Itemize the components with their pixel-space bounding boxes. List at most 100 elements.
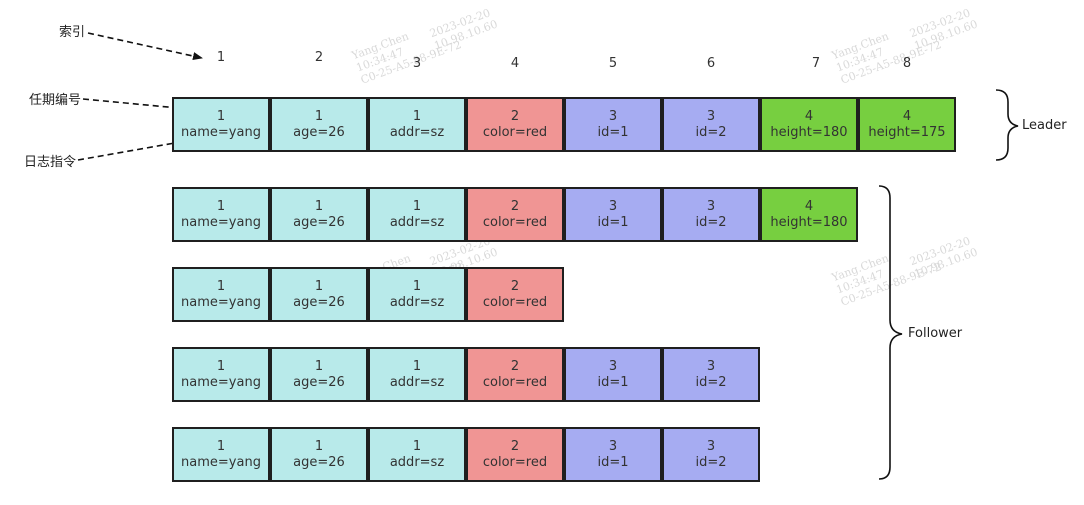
entry-term: 1 <box>314 278 324 294</box>
entry-command: height=180 <box>770 214 848 230</box>
entry-term: 1 <box>314 438 324 454</box>
entry-command: id=1 <box>597 124 629 140</box>
entry-term: 3 <box>706 198 716 214</box>
follower-label: Follower <box>908 326 963 341</box>
entry-command: height=180 <box>770 124 848 140</box>
entry-command: color=red <box>482 374 548 390</box>
index-arrow <box>87 32 203 60</box>
entry-term: 1 <box>412 198 422 214</box>
entry-command: age=26 <box>293 214 345 230</box>
entry-command: id=1 <box>597 454 629 470</box>
entry-command: id=2 <box>695 374 727 390</box>
entry-term: 1 <box>412 438 422 454</box>
entry-term: 1 <box>216 358 226 374</box>
entry-term: 3 <box>706 108 716 124</box>
index-label: 2 <box>314 50 324 65</box>
entry-term: 1 <box>216 278 226 294</box>
entry-term: 3 <box>608 198 618 214</box>
entry-term: 4 <box>804 108 814 124</box>
entry-term: 4 <box>804 198 814 214</box>
entry-term: 3 <box>706 438 716 454</box>
entry-command: name=yang <box>181 294 261 310</box>
entry-command: id=2 <box>695 124 727 140</box>
entry-command: age=26 <box>293 454 345 470</box>
leader-label: Leader <box>1022 118 1067 133</box>
entry-command: color=red <box>482 454 548 470</box>
index-label: 4 <box>510 56 520 71</box>
entry-command: color=red <box>482 294 548 310</box>
entry-command: age=26 <box>293 374 345 390</box>
entry-term: 1 <box>216 438 226 454</box>
index-label: 8 <box>902 56 912 71</box>
entry-term: 1 <box>314 198 324 214</box>
entry-command: name=yang <box>181 214 261 230</box>
entry-command: height=175 <box>868 124 946 140</box>
entry-command: addr=sz <box>389 124 445 140</box>
entry-command: age=26 <box>293 124 345 140</box>
leader-brace <box>995 89 1019 161</box>
index-label: 1 <box>216 50 226 65</box>
entry-term: 2 <box>510 198 520 214</box>
index-annotation: 索引 <box>59 25 86 40</box>
entry-command: addr=sz <box>389 454 445 470</box>
entry-command: id=2 <box>695 214 727 230</box>
entry-term: 1 <box>412 278 422 294</box>
entry-term: 3 <box>608 108 618 124</box>
entry-term: 2 <box>510 278 520 294</box>
entry-term: 2 <box>510 438 520 454</box>
entry-command: color=red <box>482 124 548 140</box>
entry-term: 3 <box>706 358 716 374</box>
entry-term: 1 <box>412 108 422 124</box>
entry-term: 2 <box>510 108 520 124</box>
entry-term: 1 <box>314 108 324 124</box>
entry-command: age=26 <box>293 294 345 310</box>
entry-term: 1 <box>412 358 422 374</box>
entry-term: 3 <box>608 358 618 374</box>
entry-command: addr=sz <box>389 374 445 390</box>
command-arrow <box>77 138 187 161</box>
entry-term: 2 <box>510 358 520 374</box>
entry-command: id=2 <box>695 454 727 470</box>
index-label: 7 <box>811 56 821 71</box>
entry-command: name=yang <box>181 124 261 140</box>
entry-term: 1 <box>314 358 324 374</box>
index-label: 6 <box>706 56 716 71</box>
entry-command: name=yang <box>181 374 261 390</box>
command-annotation: 日志指令 <box>24 155 77 170</box>
index-label: 3 <box>412 56 422 71</box>
entry-term: 1 <box>216 108 226 124</box>
term-annotation: 任期编号 <box>29 93 82 108</box>
follower-brace <box>878 185 903 480</box>
term-arrow <box>82 98 211 115</box>
entry-term: 3 <box>608 438 618 454</box>
entry-term: 1 <box>216 198 226 214</box>
